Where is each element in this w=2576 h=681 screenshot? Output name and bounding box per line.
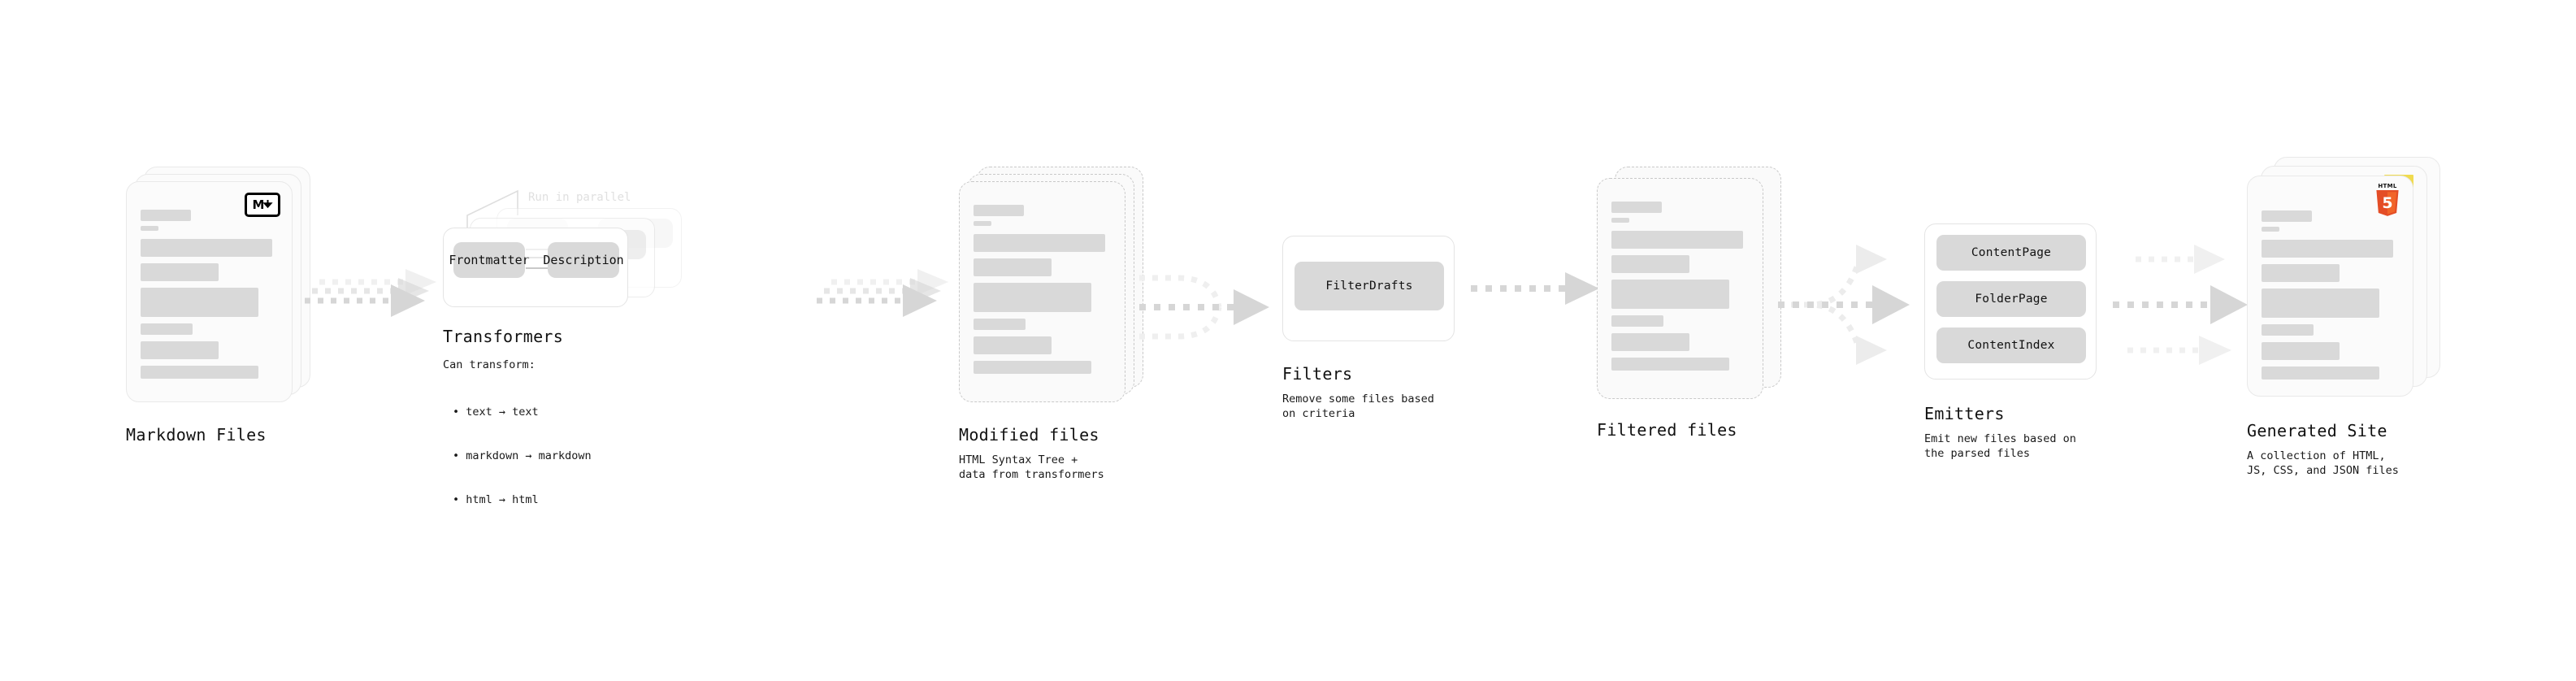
transformers-sub-heading: Can transform: xyxy=(443,358,536,371)
transformer-chip-frontmatter[interactable]: Frontmatter xyxy=(449,242,530,278)
parallel-callout-bracket xyxy=(466,189,518,234)
caption-generated-site: Generated Site xyxy=(2247,421,2387,440)
html5-icon: HTML 5 xyxy=(2373,183,2402,217)
emitters-panel[interactable]: ContentPage FolderPage ContentIndex xyxy=(1924,223,2097,380)
transformer-chip-description[interactable]: Description xyxy=(543,242,624,278)
subcaption-modified-files: HTML Syntax Tree + data from transformer… xyxy=(959,453,1104,481)
conn-filtered-to-emitters xyxy=(1778,245,1910,365)
subcaption-generated-site: A collection of HTML, JS, CSS, and JSON … xyxy=(2247,449,2399,477)
filtered-doc-front xyxy=(1597,178,1763,399)
conn-filters-to-filtered xyxy=(1471,272,1599,305)
filters-panel[interactable]: FilterDrafts xyxy=(1282,236,1455,341)
caption-filtered-files: Filtered files xyxy=(1597,420,1737,440)
html5-shield xyxy=(2376,190,2399,216)
generated-doc-html: HTML 5 xyxy=(2247,176,2413,397)
generated-doc-skeleton xyxy=(2262,210,2399,384)
modified-doc-skeleton xyxy=(974,205,1111,379)
html5-badge-wrap: HTML 5 xyxy=(2373,183,2402,217)
transformers-bullet-0: • text → text xyxy=(453,406,539,419)
conn-modified-to-filters xyxy=(1139,275,1269,340)
filter-chip-filterdrafts[interactable]: FilterDrafts xyxy=(1295,262,1444,310)
conn-md-to-transformers xyxy=(305,269,436,317)
caption-markdown-files: Markdown Files xyxy=(126,425,267,445)
caption-filters: Filters xyxy=(1282,364,1353,384)
filtered-doc-skeleton xyxy=(1611,202,1749,375)
markdown-doc-front: M xyxy=(126,181,293,402)
emitter-chip-folderpage[interactable]: FolderPage xyxy=(1936,281,2086,317)
emitter-chip-contentindex[interactable]: ContentIndex xyxy=(1936,327,2086,363)
subcaption-emitters: Emit new files based on the parsed files xyxy=(1924,432,2076,460)
modified-doc-front xyxy=(959,181,1125,402)
html5-badge-wordmark: HTML xyxy=(2378,183,2397,189)
transformers-bullet-2: • html → html xyxy=(453,493,539,506)
subcaption-filters: Remove some files based on criteria xyxy=(1282,393,1434,420)
transformers-bullet-1: • markdown → markdown xyxy=(453,449,592,462)
emitter-chip-contentpage[interactable]: ContentPage xyxy=(1936,235,2086,271)
markdown-icon: M xyxy=(245,193,280,217)
transformer-panel-front[interactable]: Frontmatter Description xyxy=(443,228,628,307)
down-arrow-glyph xyxy=(262,200,274,209)
caption-modified-files: Modified files xyxy=(959,425,1099,445)
conn-transformers-to-modified xyxy=(817,269,948,317)
markdown-badge-front: M xyxy=(245,193,280,217)
markdown-badge-letter: M xyxy=(252,197,265,212)
html5-badge-number: 5 xyxy=(2382,194,2393,212)
caption-transformers: Transformers xyxy=(443,327,564,346)
conn-emitters-to-site xyxy=(2113,245,2248,365)
parallel-annotation: Run in parallel xyxy=(528,191,631,204)
caption-emitters: Emitters xyxy=(1924,404,2005,423)
markdown-doc-skeleton xyxy=(141,210,278,384)
transformers-bullet-list: • text → text • markdown → markdown • ht… xyxy=(453,375,592,536)
